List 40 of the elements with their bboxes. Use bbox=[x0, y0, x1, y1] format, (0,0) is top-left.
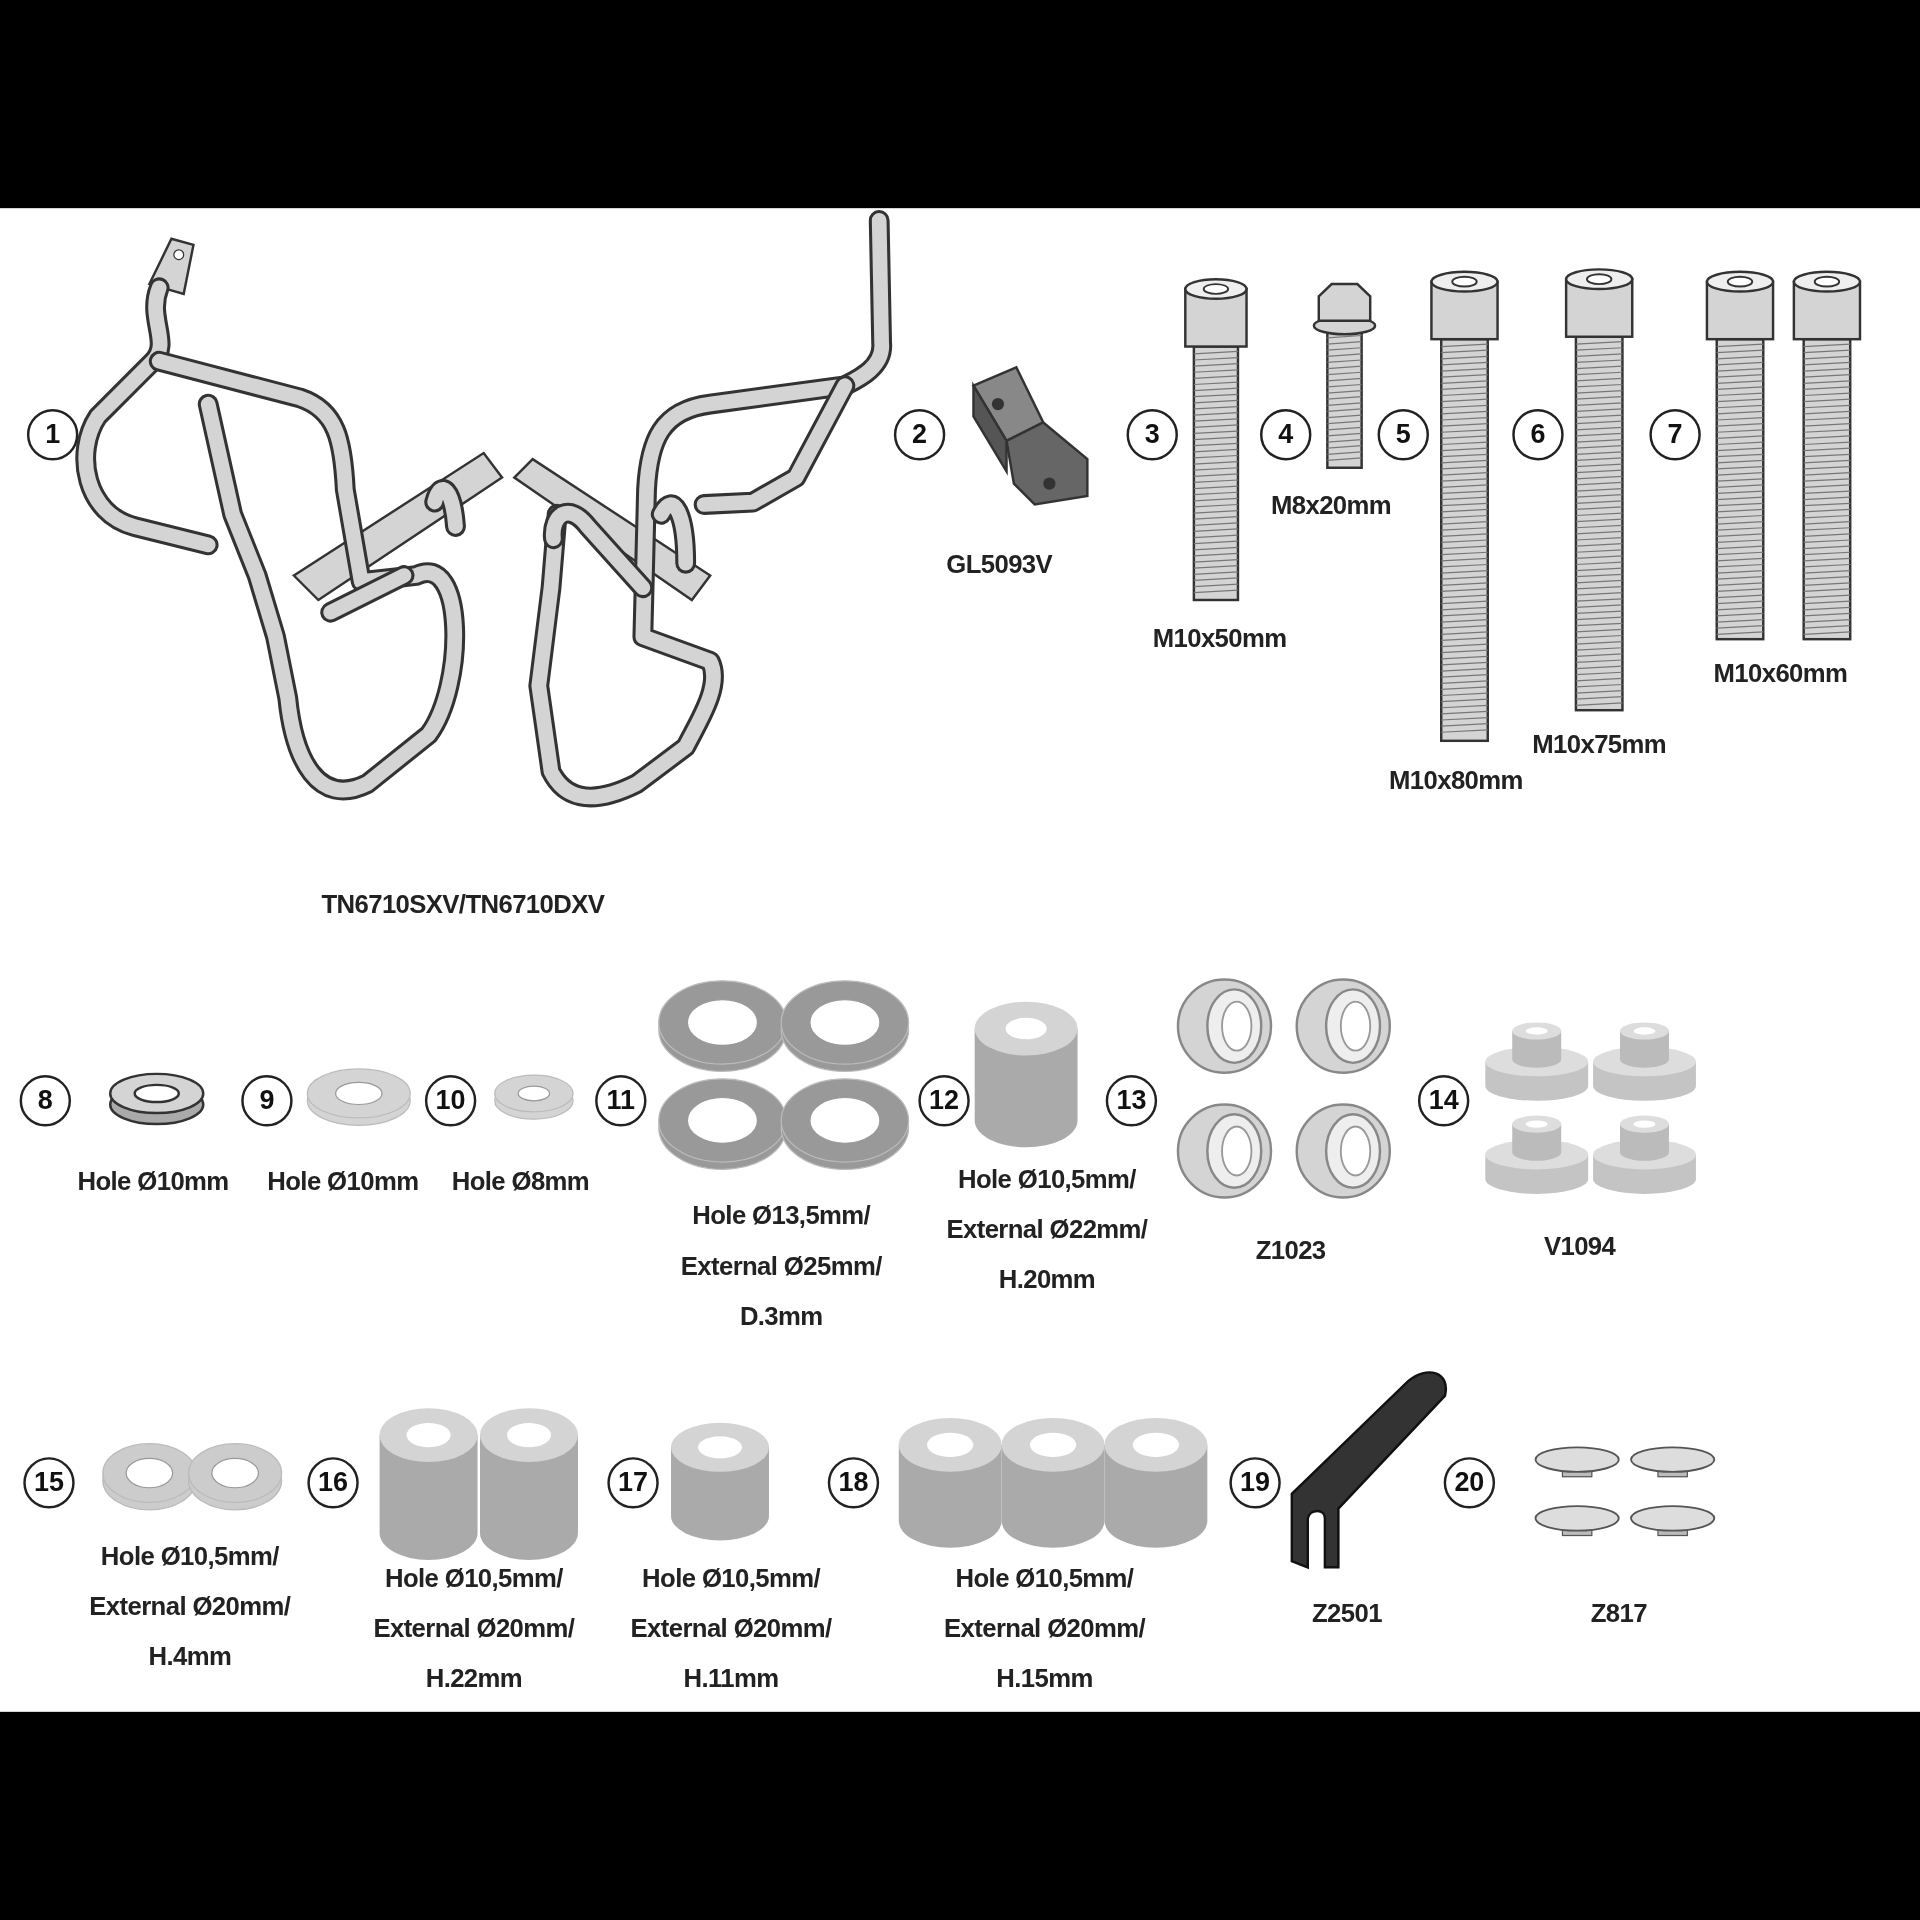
dimension-text: Hole Ø10mm bbox=[267, 1165, 419, 1198]
callout-number: 15 bbox=[23, 1457, 75, 1509]
callout-number: 18 bbox=[827, 1457, 880, 1509]
bolt-size: M10x50mm bbox=[1152, 622, 1287, 654]
bolt-size: M8x20mm bbox=[1271, 490, 1392, 522]
callout-number: 6 bbox=[1512, 409, 1564, 461]
callout-number: 13 bbox=[1105, 1075, 1158, 1127]
callout-number: 10 bbox=[424, 1075, 477, 1127]
callout-number: 2 bbox=[893, 409, 946, 461]
callout-number: 20 bbox=[1443, 1457, 1496, 1509]
dimension-text: Hole Ø13,5mm/ External Ø25mm/ D.3mm bbox=[680, 1200, 882, 1332]
callout-number: 14 bbox=[1417, 1075, 1470, 1127]
part-code: Z1023 bbox=[1255, 1234, 1326, 1266]
dimension-text: Hole Ø10mm bbox=[77, 1165, 229, 1198]
part-code: Z817 bbox=[1590, 1598, 1647, 1630]
callout-number: 16 bbox=[307, 1457, 359, 1509]
callout-number: 4 bbox=[1260, 409, 1312, 461]
part-code: TN6710SXV/TN6710DXV bbox=[321, 889, 605, 921]
part-code: Z2501 bbox=[1312, 1598, 1382, 1630]
bolt-size: M10x80mm bbox=[1389, 764, 1523, 796]
bolt-size: M10x60mm bbox=[1713, 657, 1848, 689]
callout-number: 19 bbox=[1229, 1457, 1281, 1509]
callout-number: 11 bbox=[595, 1075, 647, 1127]
callout-number: 1 bbox=[26, 409, 79, 461]
callout-number: 7 bbox=[1649, 409, 1701, 461]
callout-number: 9 bbox=[241, 1075, 293, 1127]
dimension-text: Hole Ø10,5mm/ External Ø20mm/ H.22mm bbox=[373, 1562, 575, 1695]
callout-number: 12 bbox=[918, 1075, 970, 1127]
dimension-text: Hole Ø8mm bbox=[451, 1165, 590, 1198]
part-code: GL5093V bbox=[946, 548, 1053, 580]
callout-number: 3 bbox=[1126, 409, 1178, 461]
bolt-size: M10x75mm bbox=[1532, 728, 1667, 760]
callout-number: 8 bbox=[19, 1075, 71, 1127]
callout-number: 5 bbox=[1377, 409, 1429, 461]
dimension-text: Hole Ø10,5mm/ External Ø20mm/ H.4mm bbox=[89, 1540, 291, 1673]
dimension-text: Hole Ø10,5mm/ External Ø22mm/ H.20mm bbox=[946, 1163, 1148, 1296]
dimension-text: Hole Ø10,5mm/ External Ø20mm/ H.15mm bbox=[944, 1562, 1145, 1695]
dimension-text: Hole Ø10,5mm/ External Ø20mm/ H.11mm bbox=[630, 1562, 832, 1695]
part-code: V1094 bbox=[1543, 1230, 1616, 1262]
callout-number: 17 bbox=[607, 1457, 659, 1509]
